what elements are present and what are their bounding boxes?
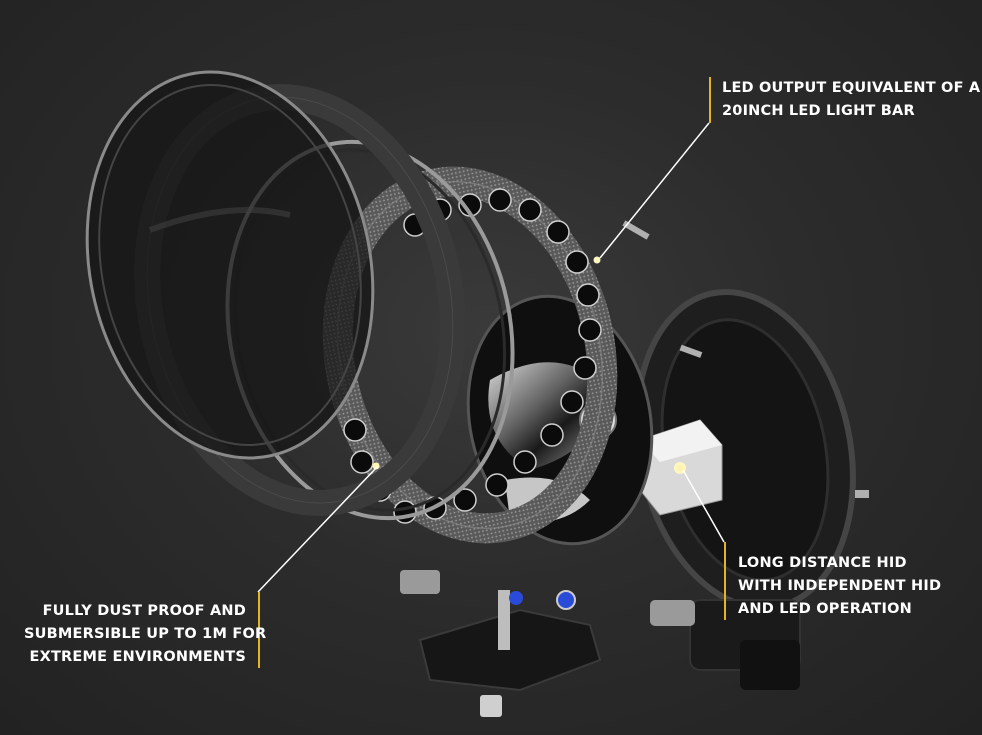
callout-dust-proof: FULLY DUST PROOF AND SUBMERSIBLE UP TO 1… xyxy=(24,600,267,669)
callout-markers xyxy=(372,462,684,472)
callout-hid-line-3: AND LED OPERATION xyxy=(738,601,912,617)
callout-hid: LONG DISTANCE HID WITH INDEPENDENT HID A… xyxy=(738,552,941,621)
front-lens xyxy=(85,70,375,460)
rear-housing xyxy=(634,288,856,690)
callout-dust-proof-line-1: FULLY DUST PROOF AND xyxy=(42,603,246,619)
callout-hid-line-2: WITH INDEPENDENT HID xyxy=(738,578,942,594)
screws xyxy=(622,220,869,498)
callout-led-output-line-1: LED OUTPUT EQUIVALENT OF A xyxy=(722,80,981,96)
callout-led-output: LED OUTPUT EQUIVALENT OF A 20INCH LED LI… xyxy=(722,77,980,123)
callout-accent-bar-top xyxy=(709,77,711,123)
callout-accent-bar-left xyxy=(258,592,260,668)
callout-hid-line-1: LONG DISTANCE HID xyxy=(738,555,907,571)
callout-accent-bar-right xyxy=(724,542,726,620)
callout-led-output-line-2: 20INCH LED LIGHT BAR xyxy=(722,103,915,119)
callout-dust-proof-line-2: SUBMERSIBLE UP TO 1M FOR xyxy=(24,626,267,642)
leader-lines xyxy=(257,122,725,593)
mounting-bracket xyxy=(400,570,695,717)
callout-dust-proof-line-3: EXTREME ENVIRONMENTS xyxy=(29,649,246,665)
